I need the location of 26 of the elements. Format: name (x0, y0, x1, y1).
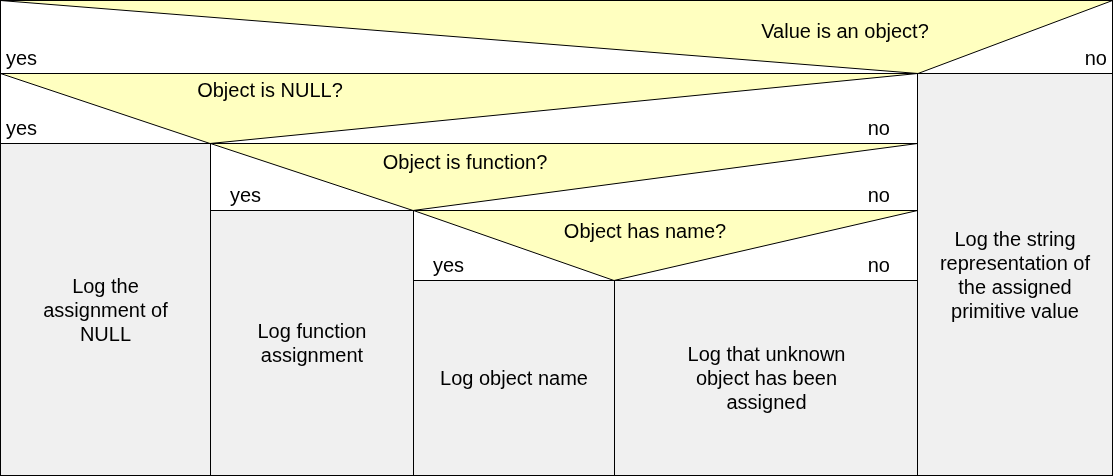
branch-label: yes (6, 47, 38, 69)
action-text: Log object name (440, 366, 588, 390)
action-box (614, 280, 919, 476)
branch-label: no (867, 184, 890, 206)
branch-label: yes (230, 184, 262, 206)
condition-text: Object is function? (382, 151, 548, 173)
action-box (413, 280, 615, 476)
action-box (917, 73, 1113, 476)
action-box (0, 143, 211, 476)
condition-text: Value is an object? (761, 20, 929, 42)
action-box (210, 210, 414, 476)
action-text: Log the string representation of the assigned primitive value (938, 226, 1092, 323)
condition-text: Object is NULL? (197, 79, 343, 101)
branch-label: no (1084, 47, 1107, 69)
action-text: Log the assignment of NULL (42, 273, 169, 346)
decision-block (413, 210, 918, 281)
decision-block (0, 73, 918, 144)
action-text: Log function assignment (256, 319, 368, 367)
branch-label: no (867, 117, 890, 139)
branch-label: yes (433, 254, 465, 276)
branch-label: yes (6, 117, 38, 139)
decision-block (210, 143, 918, 211)
branch-label: no (867, 254, 890, 276)
decision-block (0, 0, 1113, 74)
action-text: Log that unknown object has been assigned (686, 342, 847, 414)
condition-text: Object has name? (563, 220, 727, 242)
